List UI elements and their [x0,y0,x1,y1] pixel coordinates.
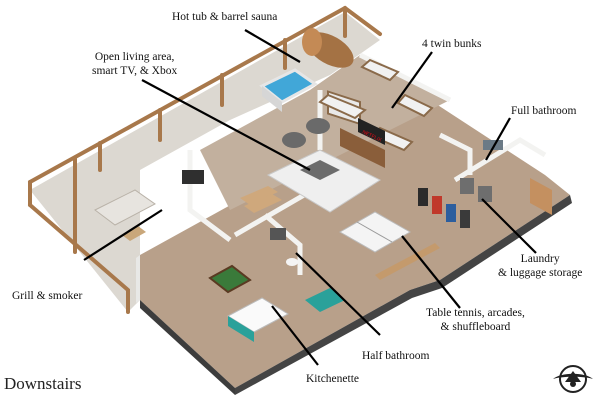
outer-wall-right [235,195,572,395]
label-games: Table tennis, arcades, & shuffleboard [426,306,525,334]
outer-wall-bottom [140,300,235,395]
label-living-line2: smart TV, & Xbox [92,65,178,77]
staircase [240,186,282,213]
full-bath-vanity [483,140,503,150]
grill [182,170,204,184]
label-games-line2: & shuffleboard [440,321,511,333]
label-laundry: Laundry & luggage storage [498,252,582,280]
label-games-line1: Table tennis, arcades, [426,307,525,319]
label-bunks: 4 twin bunks [422,38,482,50]
label-grill: Grill & smoker [12,290,83,302]
leader-lines [83,29,537,366]
deck-railing [28,5,382,314]
arcade-machines [418,188,470,228]
label-laundry-line1: Laundry [520,253,560,265]
label-kitchenette: Kitchenette [306,373,360,385]
outer-wall-top-left [136,255,140,303]
label-half-bathroom: Half bathroom [362,350,430,362]
half-bath-vanity [270,228,286,240]
label-laundry-line2: & luggage storage [498,267,583,279]
dryer [478,186,492,202]
foosball-table [208,264,252,294]
logo-icon [553,365,593,393]
label-living-area: Open living area, smart TV, & Xbox [92,50,177,78]
shuffleboard-table [375,243,440,280]
label-living-line1: Open living area, [94,51,175,63]
ping-pong-table [338,211,412,253]
bunk-beds [318,58,434,152]
deck-sofa [94,189,156,241]
label-full-bathroom: Full bathroom [511,105,577,117]
hot-tub [259,68,318,112]
sectional-sofa [266,149,382,213]
upper-rooms-floor [200,55,450,210]
page-title: Downstairs [4,374,82,393]
bean-bag [306,118,330,134]
half-bath-toilet [286,258,298,266]
bean-bag [282,132,306,148]
label-hot-tub-sauna: Hot tub & barrel sauna [172,11,278,23]
washer [460,178,474,194]
barrel-sauna [302,28,354,68]
sauna-door [530,178,552,215]
